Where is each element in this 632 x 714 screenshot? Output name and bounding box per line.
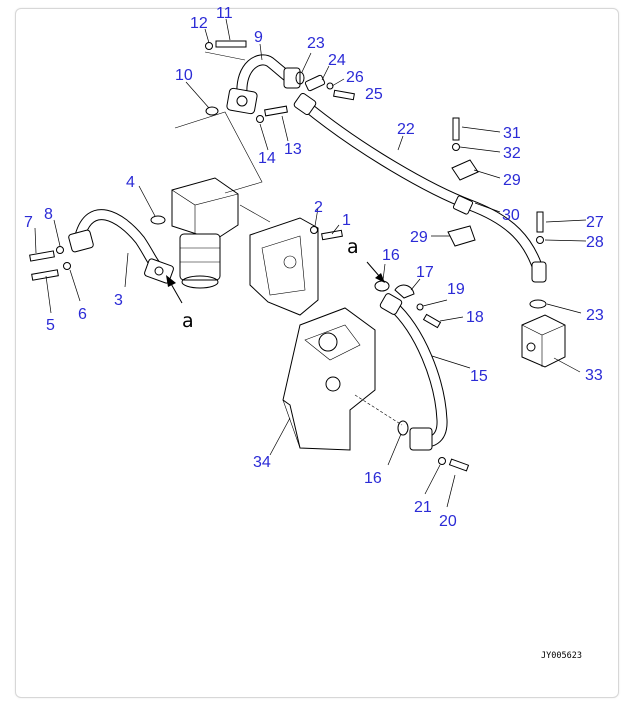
hose-3: [68, 209, 174, 284]
bolt-20-21: [438, 457, 470, 472]
callout-34[interactable]: 34: [253, 454, 271, 471]
view-arrows: [166, 261, 385, 304]
callout-18[interactable]: 18: [466, 309, 484, 326]
flange-17-19: [394, 284, 442, 329]
callout-29-lower[interactable]: 29: [410, 229, 428, 246]
callout-19[interactable]: 19: [447, 281, 465, 298]
view-marker-a-left: a: [182, 310, 194, 332]
callout-17[interactable]: 17: [416, 264, 434, 281]
callout-13[interactable]: 13: [284, 141, 302, 158]
callout-28[interactable]: 28: [586, 234, 604, 251]
o-ring-23-bottom: [529, 299, 547, 309]
bolt-1-2: [310, 226, 343, 241]
bracket-plate: [249, 217, 319, 316]
callout-16-top[interactable]: 16: [382, 247, 400, 264]
callout-1[interactable]: 1: [342, 212, 351, 229]
callout-31[interactable]: 31: [503, 125, 521, 142]
o-ring-10: [205, 106, 219, 116]
bolts-11-13: [205, 40, 288, 123]
callout-9[interactable]: 9: [254, 29, 263, 46]
bolts-5-7: [29, 246, 71, 281]
callout-26[interactable]: 26: [346, 69, 364, 86]
callout-32[interactable]: 32: [503, 145, 521, 162]
callout-22[interactable]: 22: [397, 121, 415, 138]
callout-33[interactable]: 33: [585, 367, 603, 384]
callout-21[interactable]: 21: [414, 499, 432, 516]
support-bracket-34: [282, 307, 376, 451]
callouts: 1 2 3 4 5 6 7 8 9 10 11 12 13 14 15 16 1…: [24, 5, 604, 530]
callout-4[interactable]: 4: [126, 174, 135, 191]
callout-30[interactable]: 30: [502, 207, 520, 224]
assembly-lines: [174, 51, 403, 426]
callout-16-bottom[interactable]: 16: [364, 470, 382, 487]
callout-23-top[interactable]: 23: [307, 35, 325, 52]
hose-22: [293, 92, 547, 283]
callout-6[interactable]: 6: [78, 306, 87, 323]
callout-25[interactable]: 25: [365, 86, 383, 103]
filter-housing: [171, 177, 239, 289]
callout-10[interactable]: 10: [175, 67, 193, 84]
callout-2[interactable]: 2: [314, 199, 323, 216]
view-marker-a-center: a: [347, 236, 359, 258]
o-ring-23-top: [295, 71, 305, 85]
drawing-code: JY005623: [541, 651, 582, 661]
hose-15: [379, 293, 448, 451]
o-ring-16-top: [374, 280, 390, 292]
o-ring-4: [150, 215, 166, 225]
hose-9: [226, 54, 301, 115]
callout-29-upper[interactable]: 29: [503, 172, 521, 189]
callout-15[interactable]: 15: [470, 368, 488, 385]
callout-11[interactable]: 11: [216, 5, 233, 22]
callout-3[interactable]: 3: [114, 292, 123, 309]
callout-7[interactable]: 7: [24, 214, 33, 231]
callout-5[interactable]: 5: [46, 317, 55, 334]
o-ring-16-bottom: [397, 420, 409, 436]
clamp-29: [447, 159, 479, 247]
leader-lines: [34, 18, 587, 508]
callout-20[interactable]: 20: [439, 513, 457, 530]
valve-block-33: [521, 314, 566, 368]
callout-12[interactable]: 12: [190, 15, 208, 32]
bolts-27-31: [452, 117, 544, 244]
callout-24[interactable]: 24: [328, 52, 346, 69]
callout-23-bottom[interactable]: 23: [586, 307, 604, 324]
callout-14[interactable]: 14: [258, 150, 276, 167]
callout-8[interactable]: 8: [44, 206, 53, 223]
callout-27[interactable]: 27: [586, 214, 604, 231]
flange-24-26: [304, 74, 355, 101]
